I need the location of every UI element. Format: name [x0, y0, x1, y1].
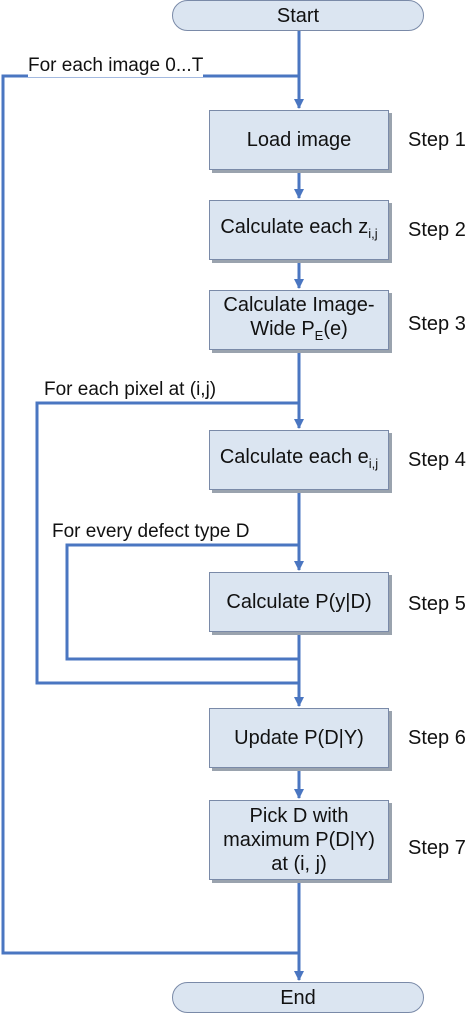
step5-text: Calculate P(y|D): [226, 591, 372, 613]
step2-subscript: i,j: [368, 225, 378, 241]
end-terminal: End: [172, 982, 424, 1013]
step3-line1: Calculate Image-: [223, 293, 375, 316]
step3-line2: Wide PE(e): [250, 317, 348, 343]
step6-label: Step 6: [408, 727, 466, 749]
step6-text: Update P(D|Y): [234, 727, 364, 749]
loop-defects-line: [65, 543, 299, 661]
step7-line3: at (i, j): [271, 853, 327, 875]
step7-label: Step 7: [408, 837, 466, 859]
step5-label: Step 5: [408, 593, 466, 615]
step3-subscript: E: [314, 327, 324, 343]
loop-pixels-line: [35, 401, 299, 685]
step3-label: Step 3: [408, 313, 466, 335]
step2-box: Calculate each zi,j: [209, 200, 389, 260]
step6-box: Update P(D|Y): [209, 708, 389, 768]
step4-text: Calculate each ei,j: [219, 445, 379, 471]
step1-box: Load image: [209, 110, 389, 170]
step7-line2: maximum P(D|Y): [223, 829, 375, 851]
start-label: Start: [276, 4, 320, 27]
step4-subscript: i,j: [368, 455, 379, 471]
loop-defects-label: For every defect type D: [52, 521, 250, 543]
step1-text: Load image: [246, 129, 352, 151]
step2-label: Step 2: [408, 219, 466, 241]
step7-box: Pick D with maximum P(D|Y) at (i, j): [209, 800, 389, 880]
step3-box: Calculate Image- Wide PE(e): [209, 290, 389, 350]
step5-box: Calculate P(y|D): [209, 572, 389, 632]
loop-images-label: For each image 0...T: [28, 55, 204, 77]
step4-label: Step 4: [408, 449, 466, 471]
step7-line1: Pick D with: [249, 805, 349, 827]
step1-label: Step 1: [408, 129, 466, 151]
start-terminal: Start: [172, 0, 424, 31]
step2-text: Calculate each zi,j: [220, 215, 378, 241]
end-label: End: [280, 986, 316, 1009]
step4-box: Calculate each ei,j: [209, 430, 389, 490]
loop-pixels-label: For each pixel at (i,j): [44, 379, 217, 401]
